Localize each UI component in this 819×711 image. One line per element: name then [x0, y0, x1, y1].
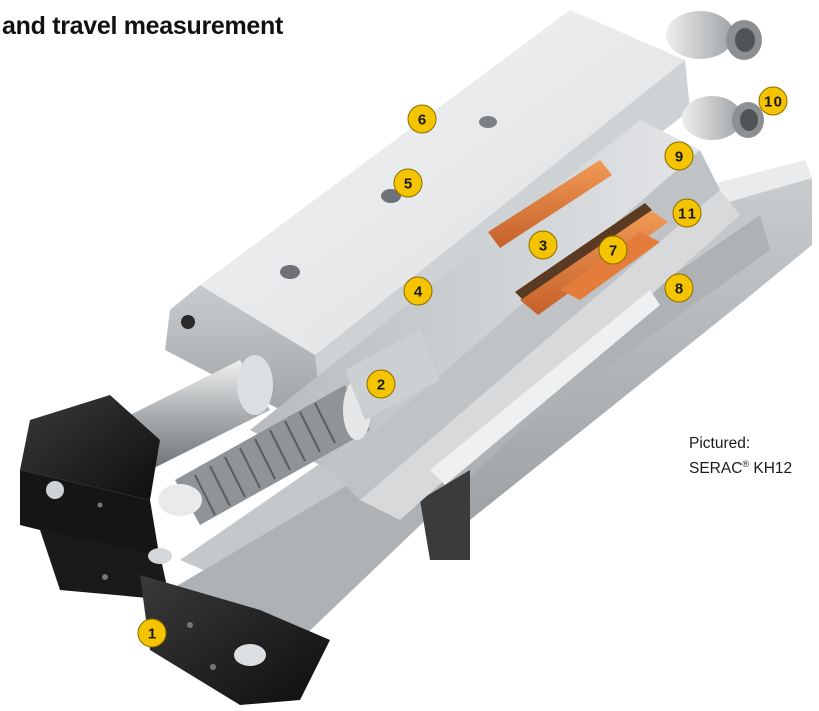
callout-circle: [598, 235, 628, 265]
callout-number: 3: [539, 238, 547, 255]
caption-line-model: SERAC® KH12: [689, 454, 792, 479]
callout-circle: [664, 141, 694, 171]
callout-number: 9: [675, 149, 683, 166]
callout-7: 7: [598, 235, 628, 265]
caption-product-name: SERAC: [689, 460, 743, 477]
product-caption: Pictured: SERAC® KH12: [689, 433, 792, 479]
callout-number: 7: [609, 243, 617, 260]
callout-number: 1: [148, 626, 156, 643]
registered-trademark-mark: ®: [742, 459, 750, 469]
callout-number: 4: [414, 284, 423, 301]
callout-circle: [528, 230, 558, 260]
callout-number: 6: [418, 112, 426, 129]
gripper-jaws: [20, 395, 330, 705]
rear-connectors: [666, 11, 764, 140]
callout-9: 9: [664, 141, 694, 171]
callout-1: 1: [137, 618, 167, 648]
callout-2: 2: [366, 369, 396, 399]
callout-10: 10: [758, 86, 788, 116]
callout-circle: [403, 276, 433, 306]
callout-circle: [137, 618, 167, 648]
callout-11: 11: [672, 198, 702, 228]
callout-6: 6: [407, 104, 437, 134]
callout-3: 3: [528, 230, 558, 260]
callout-4: 4: [403, 276, 433, 306]
callout-number: 10: [764, 94, 782, 111]
callout-number: 2: [377, 377, 385, 394]
magnet-strips: [488, 160, 668, 315]
callout-5: 5: [393, 168, 423, 198]
callout-circle: [393, 168, 423, 198]
callout-circle: [758, 86, 788, 116]
callout-number: 11: [678, 206, 696, 223]
callout-circle: [407, 104, 437, 134]
callout-circle: [366, 369, 396, 399]
callout-circle: [672, 198, 702, 228]
caption-model: KH12: [753, 460, 793, 477]
callout-markers: 1 2 3 4 5 6 7 8 9 10 11: [137, 86, 788, 648]
callout-circle: [664, 273, 694, 303]
callout-number: 5: [404, 176, 412, 193]
page-heading: and travel measurement: [2, 12, 284, 40]
callout-8: 8: [664, 273, 694, 303]
caption-line-pictured: Pictured:: [689, 435, 751, 452]
callout-number: 8: [675, 281, 683, 298]
